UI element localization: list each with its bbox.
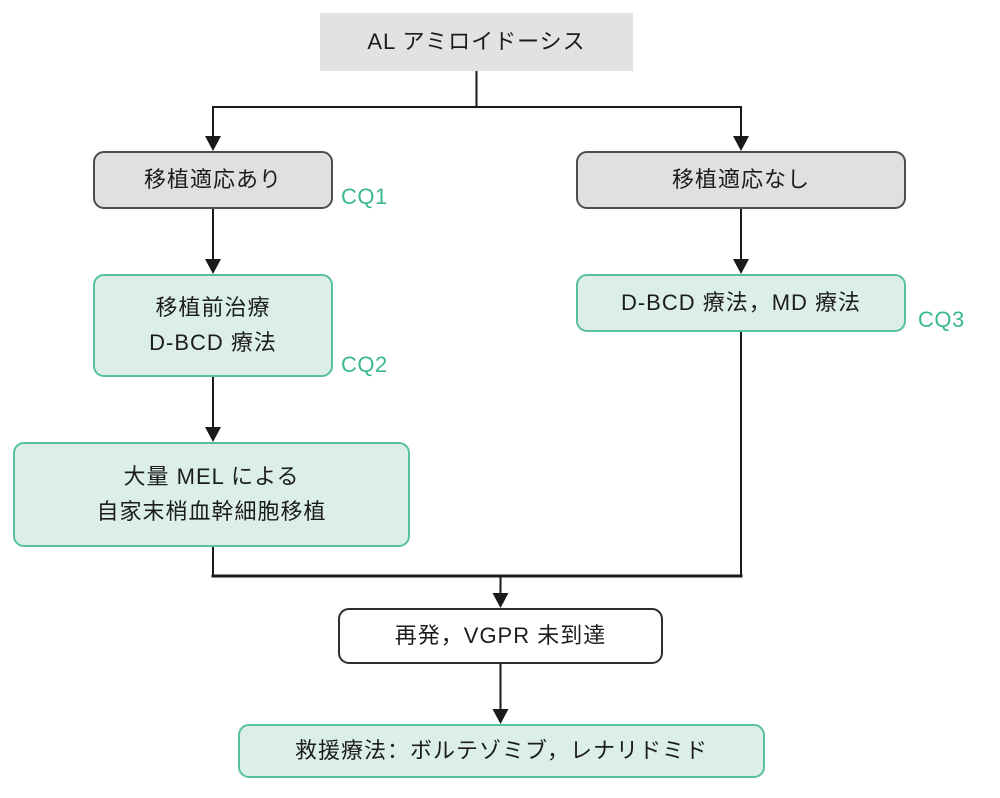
- node-ineligible-therapy-label: D-BCD 療法，MD 療法: [620, 289, 862, 315]
- node-auto-transplant-line2: 自家末梢血幹細胞移植: [96, 498, 327, 524]
- connector-split-bar: [212, 106, 742, 139]
- node-pre-transplant-therapy-line2: D-BCD 療法: [149, 329, 277, 355]
- arrowhead-to-eligible: [205, 136, 221, 151]
- cq2-label: CQ2: [341, 352, 388, 377]
- node-relapse-vgpr-label: 再発，VGPR 未到達: [394, 622, 607, 648]
- arrowhead-to-salvage: [492, 709, 509, 724]
- cq1-label: CQ1: [341, 184, 388, 209]
- node-salvage-therapy-label: 救援療法：ボルテゾミブ，レナリドミド: [295, 737, 708, 763]
- node-auto-transplant-line1: 大量 MEL による: [123, 464, 300, 490]
- arrowhead-to-pretx: [205, 259, 221, 274]
- node-ineligible-therapy: D-BCD 療法，MD 療法: [576, 274, 906, 332]
- node-relapse-vgpr: 再発，VGPR 未到達: [338, 608, 663, 664]
- node-transplant-eligible: 移植適応あり: [93, 151, 333, 209]
- arrowhead-to-ineligible: [733, 136, 749, 151]
- node-transplant-ineligible-label: 移植適応なし: [671, 166, 810, 192]
- node-pre-transplant-therapy-line1: 移植前治療: [155, 295, 271, 321]
- node-al-amyloidosis: AL アミロイドーシス: [320, 13, 633, 71]
- arrowhead-to-relapse: [492, 593, 509, 608]
- node-pre-transplant-therapy: 移植前治療 D-BCD 療法: [93, 274, 333, 377]
- node-transplant-eligible-label: 移植適応あり: [143, 166, 282, 192]
- node-auto-transplant: 大量 MEL による 自家末梢血幹細胞移植: [13, 442, 410, 547]
- node-al-amyloidosis-label: AL アミロイドーシス: [367, 28, 586, 54]
- node-salvage-therapy: 救援療法：ボルテゾミブ，レナリドミド: [238, 724, 765, 778]
- cq3-label: CQ3: [918, 307, 965, 332]
- arrowhead-to-autotx: [205, 427, 221, 442]
- node-transplant-ineligible: 移植適応なし: [576, 151, 906, 209]
- arrowhead-to-ineligible-tx: [733, 259, 749, 274]
